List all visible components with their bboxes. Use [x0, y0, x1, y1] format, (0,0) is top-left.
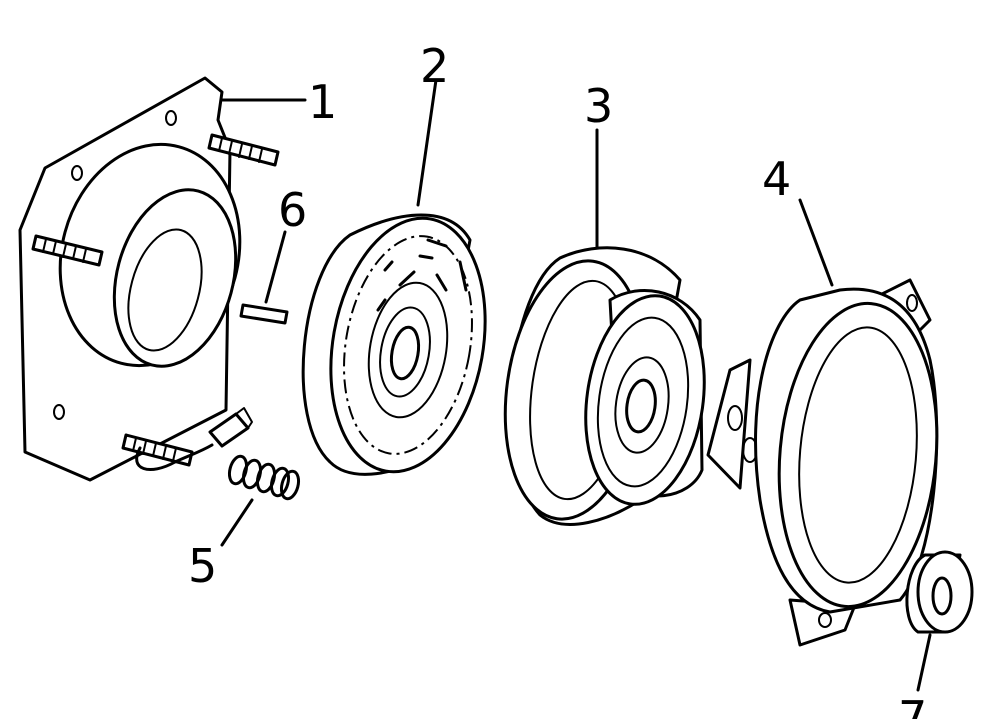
part-5-spring: [220, 454, 301, 547]
stud-upper: [207, 133, 280, 167]
part-3-pulley: [503, 128, 706, 526]
part-1-mounting-plate: [18, 76, 307, 482]
callout-7: 7: [898, 691, 927, 719]
part-4-housing: [706, 198, 939, 647]
part-2-rotor: [301, 78, 487, 476]
callout-6: 6: [278, 183, 307, 237]
callout-4: 4: [762, 152, 791, 206]
callout-1: 1: [308, 75, 337, 129]
part-6-key: [239, 230, 289, 325]
stud-left: [31, 234, 104, 267]
callout-5: 5: [188, 539, 217, 593]
part-7-spacer: [905, 550, 974, 692]
callout-3: 3: [584, 79, 613, 133]
stud-lower: [121, 433, 194, 467]
callout-2: 2: [420, 39, 449, 93]
